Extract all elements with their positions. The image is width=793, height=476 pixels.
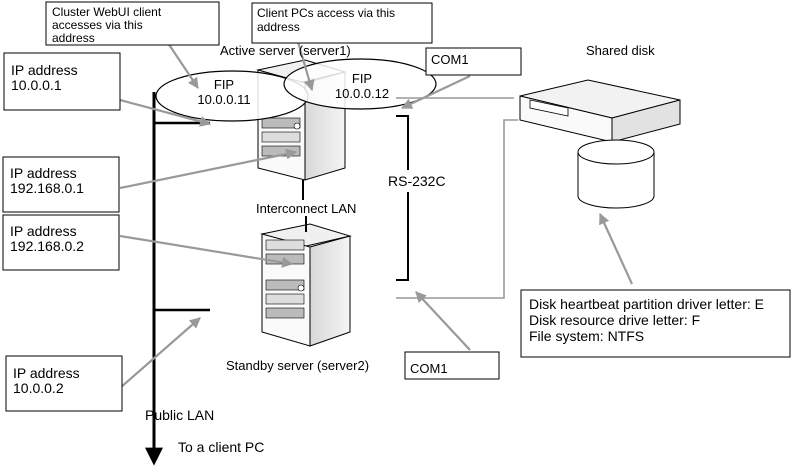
- public-lan-label: Public LAN: [145, 407, 214, 423]
- disk-info-line-1: Disk heartbeat partition driver letter: …: [529, 296, 764, 312]
- standby-server-icon: [260, 223, 352, 347]
- rs232c-label: RS-232C: [388, 173, 446, 189]
- rs232c-label-bg: [386, 170, 442, 192]
- clientpc-note-line-1: Client PCs access via this: [257, 6, 395, 20]
- ip-box-4-label: IP address: [13, 365, 80, 381]
- com1-top-label: COM1: [431, 52, 469, 67]
- rs232c-link: [396, 115, 409, 281]
- disk-info-box: [520, 289, 791, 358]
- webui-note-box: [45, 1, 220, 46]
- webui-note-line-2: accesses via this: [52, 18, 143, 32]
- fip1-value: 10.0.0.11: [197, 92, 250, 107]
- com1-bottom-box: [404, 351, 500, 380]
- clientpc-note-line-2: address: [257, 20, 300, 34]
- ip-box-1-value: 10.0.0.1: [11, 77, 62, 93]
- ip-box-3-value: 192.168.0.2: [10, 238, 84, 254]
- shared-disk-enclosure-icon: [519, 79, 681, 143]
- active-server-label: Active server (server1): [220, 43, 351, 58]
- interconnect-label-bg: [252, 200, 368, 216]
- ip-box-interconnect-server2: [2, 214, 120, 271]
- to-client-label: To a client PC: [178, 439, 264, 455]
- fip2-label: FIP: [352, 71, 372, 86]
- standby-server-label: Standby server (server2): [226, 358, 369, 373]
- shared-disk-cylinder-icon: [577, 139, 655, 209]
- disk-info-line-3: File system: NTFS: [529, 328, 644, 344]
- ip-box-4-value: 10.0.0.2: [13, 380, 64, 396]
- fip-ellipse-2: [283, 58, 437, 110]
- ip-box-interconnect-server1: [2, 156, 120, 213]
- ip-box-1-label: IP address: [11, 62, 78, 78]
- fip2-value: 10.0.0.12: [335, 86, 389, 101]
- ip-box-3-label: IP address: [10, 223, 77, 239]
- public-lan-line: [145, 92, 210, 466]
- webui-note-line-3: address: [52, 31, 95, 45]
- ip-box-2-value: 192.168.0.1: [10, 180, 84, 196]
- ip-box-2-label: IP address: [10, 165, 77, 181]
- fip1-label: FIP: [214, 77, 234, 92]
- com1-top-box: [425, 47, 522, 76]
- ip-box-public-server1: [3, 52, 121, 111]
- ip-box-public-server2: [5, 355, 123, 412]
- disk-link-server2: [396, 119, 518, 299]
- disk-info-line-2: Disk resource drive letter: F: [529, 312, 700, 328]
- pointer-arrows: [119, 34, 634, 389]
- com1-bottom-label: COM1: [410, 361, 448, 376]
- webui-note-line-1: Cluster WebUI client: [52, 5, 162, 19]
- interconnect-lan-label: Interconnect LAN: [256, 201, 356, 216]
- shared-disk-label: Shared disk: [586, 43, 655, 58]
- clientpc-note-box: [251, 2, 433, 44]
